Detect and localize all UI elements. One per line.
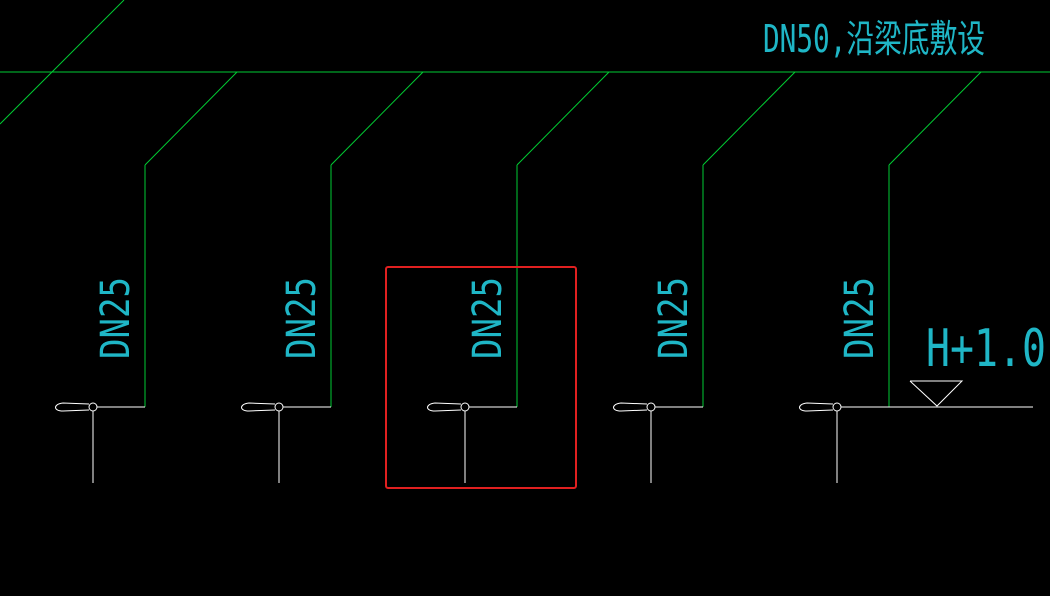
main-pipe-label: DN50,沿梁底敷设: [763, 17, 985, 61]
sprinkler-head-icon: [646, 402, 656, 412]
sprinkler-deflector-icon: [427, 402, 462, 412]
branch-label-dn25: DN25: [465, 277, 511, 359]
diagonal-pipe-left-lower: [0, 71, 53, 125]
elevation-marker: [888, 380, 1033, 408]
sprinkler-head-icon: [274, 402, 284, 412]
sprinkler-deflector-icon: [241, 402, 276, 412]
sprinkler-symbols: [55, 402, 889, 483]
branch-pipe-diagonal-1: [144, 71, 238, 166]
sprinkler-deflector-icon: [613, 402, 648, 412]
branch-label-dn25: DN25: [837, 277, 883, 359]
branch-label-dn25: DN25: [93, 277, 139, 359]
branch-label-dn25: DN25: [279, 277, 325, 359]
branch-pipe-diagonal-4: [702, 71, 796, 166]
sprinkler-head-icon: [88, 402, 98, 412]
sprinkler-head-icon: [832, 402, 842, 412]
branch-pipe-diagonal-5: [888, 71, 982, 166]
elevation-label: H+1.0: [926, 319, 1046, 379]
pipe-network: [0, 0, 1050, 407]
branch-pipe-diagonal-2: [330, 71, 424, 166]
pipe-labels: DN25 DN25 DN25 DN25 DN25: [93, 277, 883, 359]
sprinkler-deflector-icon: [55, 402, 90, 412]
sprinkler-head-icon: [460, 402, 470, 412]
diagonal-pipe-left-upper: [51, 0, 125, 73]
sprinkler-deflector-icon: [799, 402, 834, 412]
branch-label-dn25: DN25: [651, 277, 697, 359]
branch-pipe-diagonal-3: [516, 71, 610, 166]
selection-highlight-box[interactable]: [385, 266, 577, 489]
